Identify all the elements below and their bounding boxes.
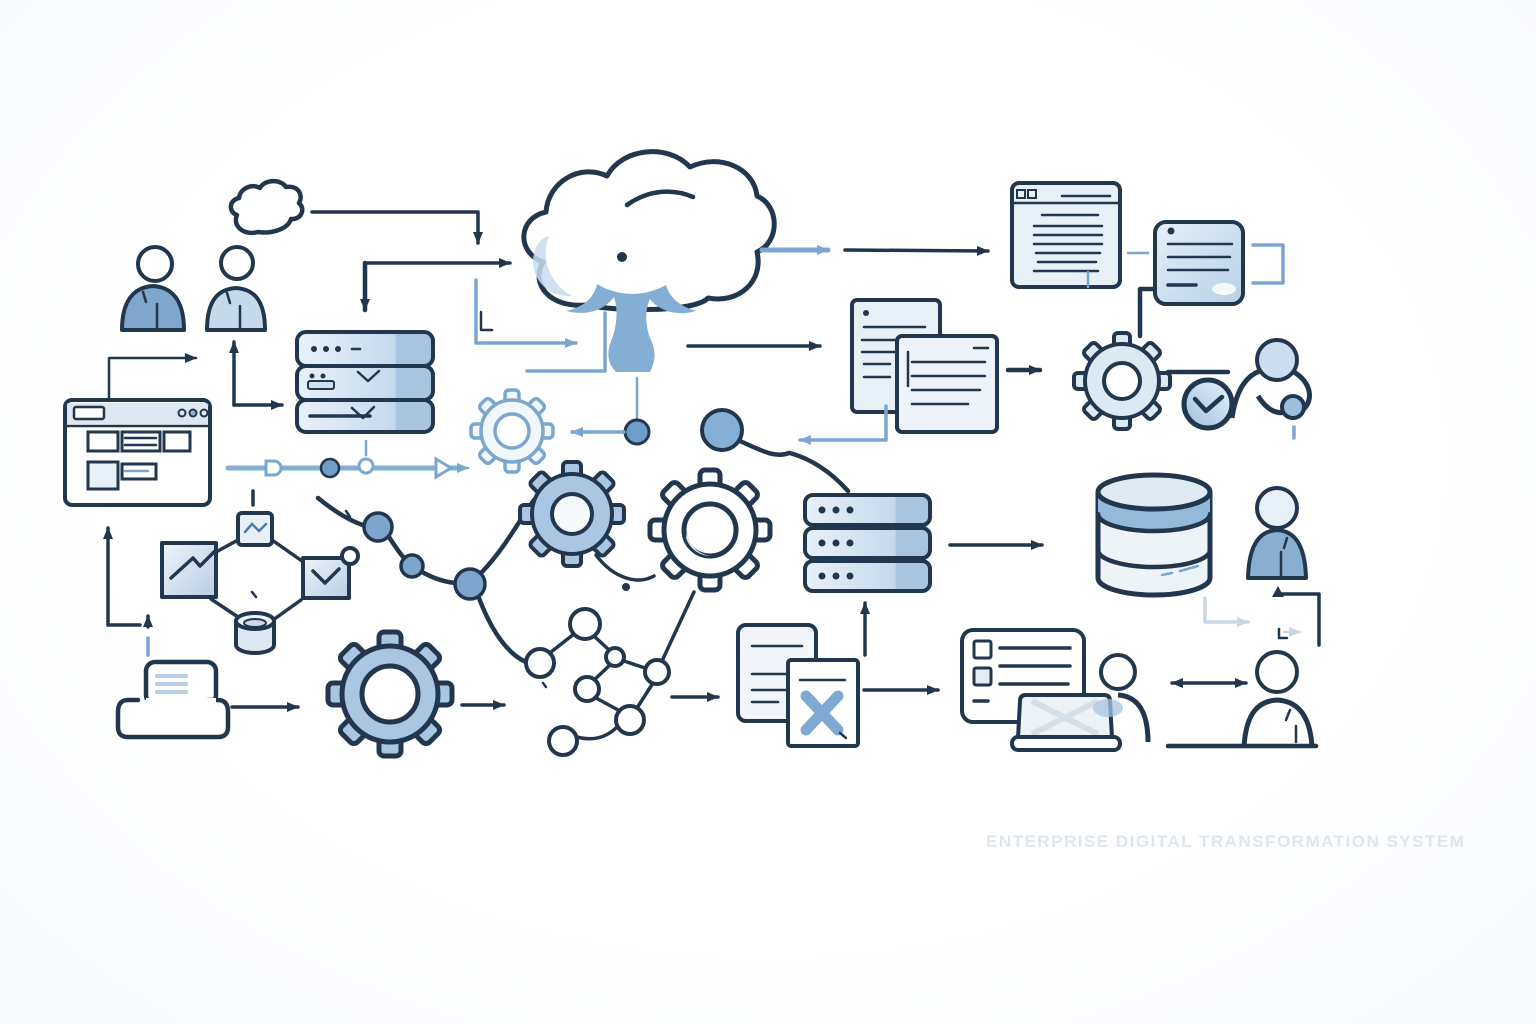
watermark-title: ENTERPRISE DIGITAL TRANSFORMATION SYSTEM	[986, 832, 1466, 851]
l-glyph	[479, 310, 494, 332]
curve-node-server	[737, 438, 792, 458]
workflow-cluster	[160, 489, 360, 655]
document-x-icon	[736, 623, 860, 748]
user-icon-primary	[120, 245, 186, 332]
gear-icon-large	[325, 629, 455, 759]
documents-icon	[850, 298, 999, 434]
database-icon	[1095, 472, 1213, 598]
user-icon-secondary	[205, 245, 267, 332]
check-square-icon	[160, 541, 218, 599]
user-icon-right	[1246, 486, 1308, 580]
connector-card-to-gear	[1137, 286, 1156, 339]
laptop-icon	[1010, 693, 1122, 752]
server-stack-mid-icon	[803, 493, 932, 593]
flow-arrow-left-elbow	[107, 353, 198, 400]
user-at-laptop-icon	[1093, 653, 1151, 743]
cloud-trunk	[566, 284, 696, 372]
flow-arrow-cloud-to-right	[310, 210, 483, 245]
flow-arrow-to-browser	[843, 245, 990, 256]
connector-blue-bracket	[474, 278, 578, 348]
clock-icon	[1181, 377, 1235, 431]
metric-square-icon	[301, 546, 360, 600]
small-database-icon	[234, 611, 276, 655]
curve-under-gear	[594, 553, 656, 582]
bracket-connector	[1251, 243, 1285, 285]
gear-icon-dark	[647, 467, 773, 593]
connector-blue-elbow2	[525, 311, 607, 373]
browser-report-icon	[1010, 181, 1122, 289]
network-graph-icon	[524, 590, 696, 757]
small-cloud-icon	[228, 178, 305, 236]
server-stack-icon	[295, 330, 435, 434]
node-path	[315, 495, 537, 665]
curve-to-server	[787, 450, 851, 494]
junction-node	[623, 418, 651, 446]
gear-icon-light	[469, 388, 555, 474]
timeline	[225, 439, 470, 480]
connector-db-faint	[1203, 596, 1250, 627]
gear-icon-mid	[518, 460, 626, 568]
connector-doc-down	[798, 404, 888, 445]
printer-icon	[115, 659, 231, 740]
gear-icon-approval	[1072, 331, 1172, 431]
user-icon-bottom-right	[1241, 650, 1315, 748]
leaning-person-icon	[1229, 338, 1312, 440]
chart-square-icon	[236, 511, 274, 547]
wireframe-browser-icon	[63, 398, 212, 507]
junction-node2	[700, 408, 744, 452]
cloud-icon	[521, 149, 777, 372]
note-card-icon	[1153, 220, 1245, 306]
bracket-icon	[1272, 586, 1321, 647]
